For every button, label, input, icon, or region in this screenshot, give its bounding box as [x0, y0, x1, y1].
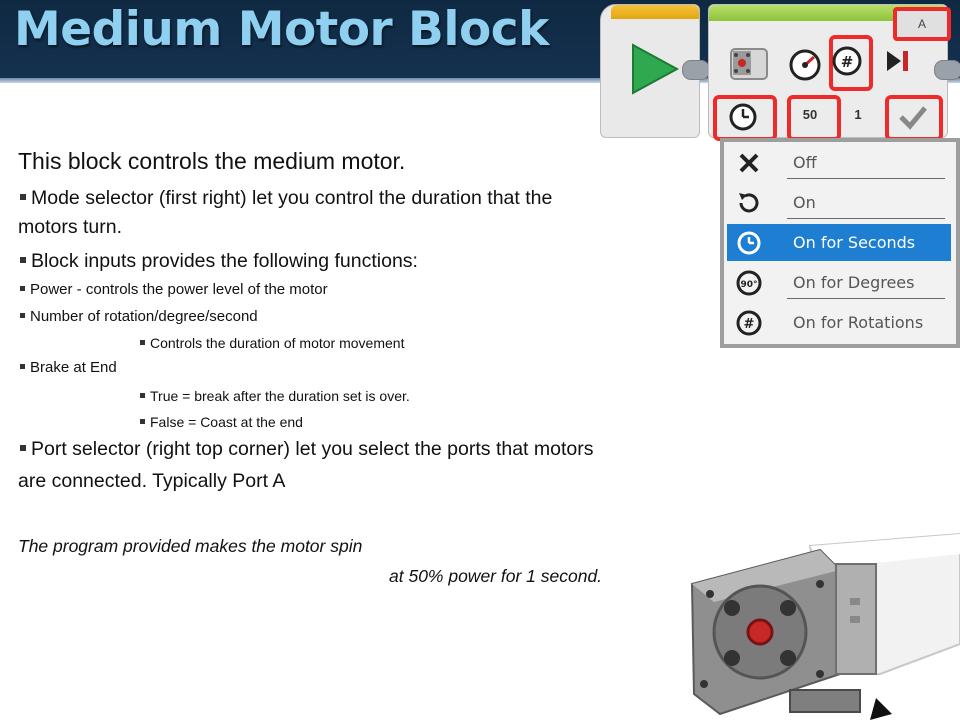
block-connector [682, 60, 710, 80]
sub-bullet-power: Power - controls the power level of the … [18, 281, 328, 298]
menu-item-label: On for Seconds [793, 233, 916, 252]
program-note-line2: at 50% power for 1 second. [389, 566, 603, 586]
mode-menu: Off On On for Seconds 90° On for Degrees… [720, 138, 960, 348]
bullet-mode-selector-cont: motors turn. [18, 216, 123, 238]
menu-divider [787, 218, 945, 219]
rotations-icon: # [832, 46, 862, 76]
bullet-text: Port selector (right top corner) let you… [31, 438, 594, 460]
menu-divider [787, 178, 945, 179]
motor-block-bar [709, 5, 947, 21]
clock-rotate-icon [737, 231, 761, 254]
menu-item-on-for-rotations[interactable]: # On for Rotations [727, 304, 951, 341]
program-blocks: A # 50 1 [598, 0, 960, 142]
hash-rotate-icon: # [736, 310, 762, 335]
sub-sub-bullet-duration: Controls the duration of motor movement [138, 335, 404, 351]
rotate-icon [739, 192, 759, 212]
start-block[interactable] [600, 4, 700, 138]
bullet-text: Power - controls the power level of the … [30, 281, 328, 298]
clock-rotate-icon[interactable] [723, 97, 763, 137]
menu-divider [787, 298, 945, 299]
menu-item-on-for-degrees[interactable]: 90° On for Degrees [727, 264, 951, 301]
menu-item-on[interactable]: On [727, 184, 951, 221]
power-gauge-icon [789, 49, 821, 81]
menu-item-label: Off [793, 153, 817, 172]
slide-title: Medium Motor Block [14, 2, 549, 57]
bullet-port-selector-cont: are connected. Typically Port A [18, 470, 286, 492]
bullet-text: Number of rotation/degree/second [30, 308, 258, 325]
bullet-block-inputs: Block inputs provides the following func… [18, 250, 418, 273]
port-selector[interactable]: A [893, 7, 951, 41]
sub-sub-bullet-true: True = break after the duration set is o… [138, 388, 410, 404]
bullet-icon [140, 340, 145, 346]
bullet-icon [140, 393, 145, 399]
power-input[interactable]: 50 [802, 107, 818, 122]
sub-sub-bullet-false: False = Coast at the end [138, 414, 303, 430]
bullet-port-selector: Port selector (right top corner) let you… [18, 438, 594, 461]
menu-item-off[interactable]: Off [727, 144, 951, 181]
intro-text: This block controls the medium motor. [18, 148, 406, 174]
duration-input[interactable]: 1 [854, 107, 862, 122]
bullet-text: Controls the duration of motor movement [150, 335, 405, 351]
bullet-icon [20, 256, 26, 263]
menu-item-label: On [793, 193, 816, 212]
block-connector [934, 60, 960, 80]
brake-at-end-icon [887, 51, 908, 71]
svg-text:#: # [841, 53, 854, 71]
mode-icon-highlight [829, 35, 873, 91]
bullet-text: Block inputs provides the following func… [31, 250, 418, 272]
menu-item-label: On for Degrees [793, 273, 915, 292]
bullet-icon [20, 313, 25, 319]
degrees-rotate-icon: 90° [736, 270, 762, 295]
bullet-text: True = break after the duration set is o… [150, 388, 410, 404]
title-divider [0, 78, 960, 83]
x-icon [739, 153, 759, 172]
play-icon [632, 43, 680, 95]
start-block-bar [611, 5, 699, 19]
program-note-line1: The program provided makes the motor spi… [18, 536, 363, 556]
bullet-icon [20, 286, 25, 292]
medium-motor-icon [730, 48, 768, 80]
menu-item-label: On for Rotations [793, 313, 924, 332]
bullet-icon [20, 364, 25, 370]
bullet-mode-selector: Mode selector (first right) let you cont… [18, 187, 552, 210]
sub-bullet-brake: Brake at End [18, 359, 117, 376]
menu-item-on-for-seconds[interactable]: On for Seconds [727, 224, 951, 261]
svg-text:#: # [744, 317, 755, 332]
bullet-text: Brake at End [30, 359, 117, 376]
medium-motor-block[interactable]: A # 50 1 [708, 4, 951, 141]
medium-motor-photo [690, 532, 960, 720]
svg-text:90°: 90° [740, 280, 757, 290]
bullet-icon [20, 444, 26, 451]
checkmark-icon[interactable] [893, 97, 933, 137]
bullet-icon [140, 419, 145, 425]
bullet-text: False = Coast at the end [150, 414, 303, 430]
bullet-text: Mode selector (first right) let you cont… [31, 187, 553, 209]
sub-bullet-rotation: Number of rotation/degree/second [18, 308, 258, 325]
bullet-icon [20, 193, 26, 200]
